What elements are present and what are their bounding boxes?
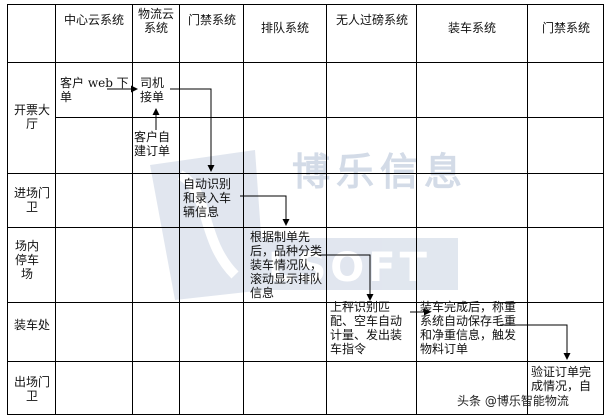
watermark-brand-cn: 博乐信息 [292,150,468,194]
column-header-label: 排队系统 [260,21,309,35]
column-header-label: 装车系统 [447,21,496,35]
flow-connectors [107,85,571,360]
step-queue-display: 根据制单先后，品种分类装车情况队，滚动显示排队信息 [250,230,322,300]
column-header-label: 门禁系统 [187,13,236,27]
row-header-loading-area: 装车处 [12,318,52,332]
column-header-queue: 排队系统 [246,21,324,35]
row-header-label: 出场门卫 [13,375,50,403]
column-header-central-cloud: 中心云系统 [62,13,126,27]
column-header-logistics-cloud: 物流云系统 [137,7,175,35]
step-auto-recognize-vehicle: 自动识别和录入车辆信息 [183,177,241,219]
step-customer-web-order: 客户 web 下单 [60,76,132,104]
watermark-logo [150,150,458,300]
step-customer-self-order: 客户自建订单 [134,130,178,158]
column-header-label: 物流云系统 [137,7,174,35]
arrow-queue-to-scale [318,254,374,301]
row-header-parking: 场内停车场 [14,239,40,281]
step-label: 自动识别和录入车辆信息 [183,177,232,219]
arrow-loading-to-exit [500,324,571,360]
column-header-label: 无人过磅系统 [335,13,408,27]
column-header-access-control: 门禁系统 [186,13,238,27]
column-header-unmanned-weighing: 无人过磅系统 [334,13,410,27]
watermark-footer-text: 头条 @博乐智能物流 [457,394,569,408]
step-label: 司机接单 [140,76,165,104]
row-header-entry-gate: 进场门卫 [12,186,52,214]
arrow-driver-to-gate [170,88,215,172]
swimlane-grid [7,4,604,415]
column-header-access-control-exit: 门禁系统 [529,21,603,35]
step-loading-complete: 装车完成后，称重系统自动保存毛重和净重信息，触发物料订单 [420,300,526,356]
step-label: 根据制单先后，品种分类装车情况队，滚动显示排队信息 [250,230,323,300]
row-header-label: 进场门卫 [13,186,50,214]
watermark-footer: 头条 @博乐智能物流 [457,392,569,409]
step-driver-accept: 司机接单 [140,76,170,104]
step-scale-weighing: 上秤识别匹配、空车自动计量、发出装车指令 [330,300,412,356]
row-header-exit-gate: 出场门卫 [12,375,52,403]
step-verify-order: 验证订单完成情况，自 [531,365,601,393]
step-label: 客户 web 下单 [60,76,129,104]
row-header-label: 装车处 [13,318,50,332]
row-header-label: 开票大厅 [13,103,50,131]
column-header-label: 中心云系统 [63,13,124,27]
column-header-label: 门禁系统 [541,21,590,35]
step-label: 客户自建订单 [134,130,171,158]
column-header-loading: 装车系统 [419,21,525,35]
step-label: 上秤识别匹配、空车自动计量、发出装车指令 [330,300,403,356]
watermark-brand-en: LSOFT [268,245,431,291]
row-header-ticket-hall: 开票大厅 [12,103,52,131]
step-label: 验证订单完成情况，自 [531,365,592,393]
row-header-label: 场内停车场 [14,239,39,281]
arrow-gate-to-queue [240,195,290,226]
step-label: 装车完成后，称重系统自动保存毛重和净重信息，触发物料订单 [420,300,517,356]
